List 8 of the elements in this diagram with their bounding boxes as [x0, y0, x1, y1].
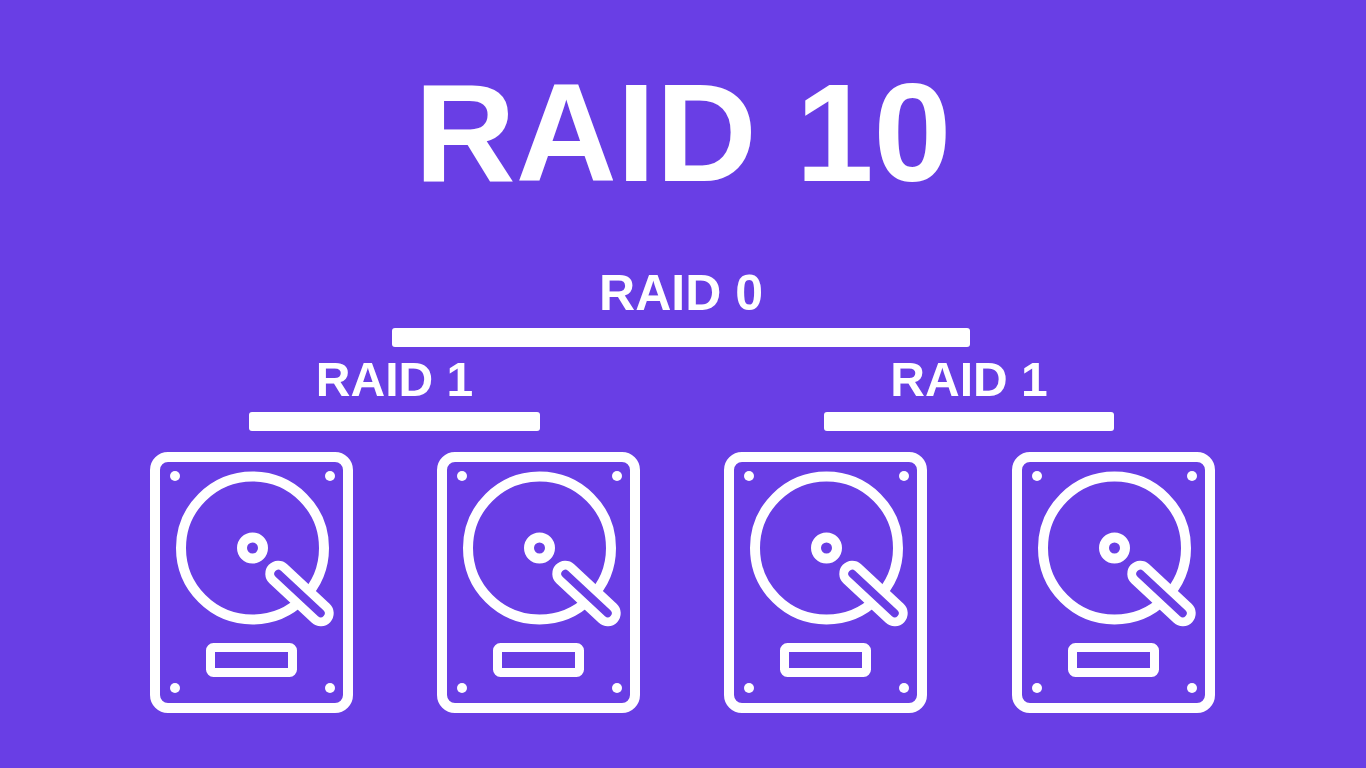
hard-drive-icon — [1012, 452, 1216, 714]
group-heading: RAID 1 — [890, 356, 1048, 404]
hard-drive-icon — [724, 452, 928, 714]
hard-drive-icon — [150, 452, 354, 714]
hard-drive-icon — [437, 452, 641, 714]
title: RAID 10 — [414, 63, 952, 203]
group-heading: RAID 0 — [599, 268, 763, 318]
group-heading: RAID 1 — [315, 356, 474, 404]
